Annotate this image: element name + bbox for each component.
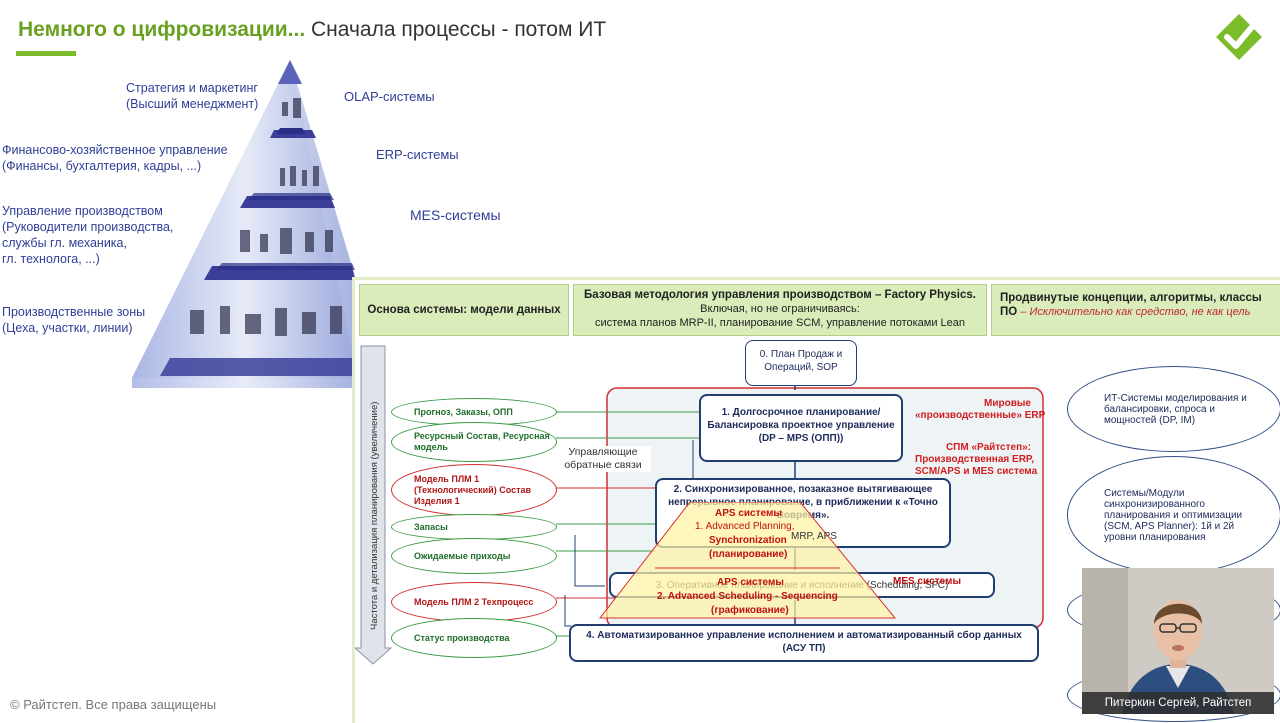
ellipse-expected: Ожидаемые приходы bbox=[391, 538, 557, 574]
note-line: Производственная ERP, bbox=[915, 454, 1035, 465]
box-automated-execution: 4. Автоматизированное управление исполне… bbox=[569, 624, 1039, 662]
presenter-caption: Питеркин Сергей, Райтстеп bbox=[1082, 692, 1274, 714]
box-sop: 0. План Продаж и Операций, SOP bbox=[745, 340, 857, 386]
header-factory-physics-line2: Включая, но не ограничиваясь: bbox=[700, 303, 860, 315]
ellipse-plm2: Модель ПЛМ 2 Техпроцесс bbox=[391, 582, 557, 622]
title-underline bbox=[16, 51, 76, 56]
pyramid-level-line: Финансово-хозяйственное управление bbox=[2, 143, 228, 157]
ellipse-plm1: Модель ПЛМ 1 (Технологический) Состав Из… bbox=[391, 464, 557, 516]
erp-label: ERP-системы bbox=[376, 147, 459, 162]
pyramid-level-line: (Руководители производства, bbox=[2, 220, 174, 234]
tri-aps-top: APS системы bbox=[715, 508, 782, 519]
tri-mes-systems: MES системы bbox=[893, 576, 961, 587]
header-advanced-concepts: Продвинутые концепции, алгоритмы, классы… bbox=[991, 284, 1280, 336]
mes-label: MES-системы bbox=[410, 207, 501, 223]
olap-label: OLAP-системы bbox=[344, 89, 435, 104]
slide-title-bold: Немного о цифровизации... bbox=[18, 18, 306, 41]
methodology-diagram: Основа системы: модели данных Базовая ме… bbox=[352, 277, 1280, 723]
slide-title-rest: Сначала процессы - потом ИТ bbox=[305, 18, 607, 41]
header-factory-physics: Базовая методология управления производс… bbox=[573, 284, 987, 336]
pyramid-level-production-management: Управление производством (Руководители п… bbox=[2, 203, 173, 267]
pyramid-level-line: Стратегия и маркетинг bbox=[126, 81, 258, 95]
note-line: Мировые bbox=[984, 398, 1031, 409]
pyramid-level-strategy: Стратегия и маркетинг (Высший менеджмент… bbox=[126, 80, 258, 112]
ellipse-sync-modules: Системы/Модули синхронизированного плани… bbox=[1067, 456, 1280, 574]
automation-pyramid bbox=[132, 60, 358, 388]
copyright-footer: © Райтстеп. Все права защищены bbox=[10, 697, 217, 712]
pyramid-level-line: (Финансы, бухгалтерия, кадры, ...) bbox=[2, 159, 202, 173]
pyramid-level-line: (Высший менеджмент) bbox=[126, 97, 259, 111]
note-line: «производственные» ERP bbox=[915, 410, 1046, 421]
pyramid-level-production-zones: Производственные зоны (Цеха, участки, ли… bbox=[2, 304, 145, 336]
ellipse-status: Статус производства bbox=[391, 618, 557, 658]
tri-synchronization: Synchronization bbox=[709, 535, 787, 546]
header-advanced-concepts-title: Продвинутые концепции, алгоритмы, классы… bbox=[1000, 292, 1262, 318]
ellipse-stock: Запасы bbox=[391, 514, 557, 540]
pyramid-level-line: гл. технолога, ...) bbox=[2, 252, 100, 266]
feedback-label: Управляющие обратные связи bbox=[555, 446, 651, 472]
vertical-axis-label: Частота и детализация планирования (увел… bbox=[369, 401, 380, 630]
tri-aps-systems: APS системы bbox=[717, 577, 784, 588]
ellipse-it-modeling: ИТ-Системы моделирования и балансировки,… bbox=[1067, 366, 1280, 452]
header-data-models: Основа системы: модели данных bbox=[359, 284, 569, 336]
tri-mrp-aps: MRP, APS bbox=[791, 531, 837, 542]
pyramid-level-line: службы гл. механика, bbox=[2, 236, 127, 250]
ellipse-resource: Ресурсный Состав, Ресурсная модель bbox=[391, 422, 557, 462]
note-line: SCM/APS и MES система bbox=[915, 466, 1038, 477]
note-line: СПМ «Райтстеп»: bbox=[945, 442, 1031, 453]
pyramid-level-finance: Финансово-хозяйственное управление (Фина… bbox=[2, 142, 228, 174]
header-data-models-text: Основа системы: модели данных bbox=[367, 304, 561, 316]
note-raytstep-spm: СПМ «Райтстеп»: Производственная ERP, SC… bbox=[915, 442, 1038, 478]
tri-advanced-scheduling: 2. Advanced Scheduling - Sequencing bbox=[657, 591, 838, 602]
presenter-video[interactable]: Питеркин Сергей, Райтстеп bbox=[1082, 568, 1274, 714]
box-long-term-planning: 1. Долгосрочное планирование/Балансировк… bbox=[699, 394, 903, 462]
presenter-avatar bbox=[1082, 568, 1274, 714]
tri-scheduling: (графикование) bbox=[711, 605, 789, 616]
header-factory-physics-title: Базовая методология управления производс… bbox=[584, 289, 976, 301]
pyramid-level-line: Производственные зоны bbox=[2, 305, 146, 319]
company-logo-icon bbox=[1216, 14, 1262, 60]
header-advanced-concepts-note: – Исключительно как средство, не как цел… bbox=[1017, 306, 1251, 318]
aps-triangle bbox=[598, 502, 897, 619]
tri-planning: (планирование) bbox=[709, 549, 788, 560]
slide-title: Немного о цифровизации... Сначала процес… bbox=[18, 18, 606, 42]
note-world-erp: Мировые «производственные» ERP bbox=[915, 398, 1046, 422]
header-factory-physics-line3: система планов MRP-II, планирование SCM,… bbox=[594, 317, 966, 329]
tri-advanced-planning: 1. Advanced Planning, bbox=[695, 521, 795, 532]
pyramid-level-line: (Цеха, участки, линии) bbox=[2, 321, 133, 335]
pyramid-level-line: Управление производством bbox=[2, 204, 163, 218]
